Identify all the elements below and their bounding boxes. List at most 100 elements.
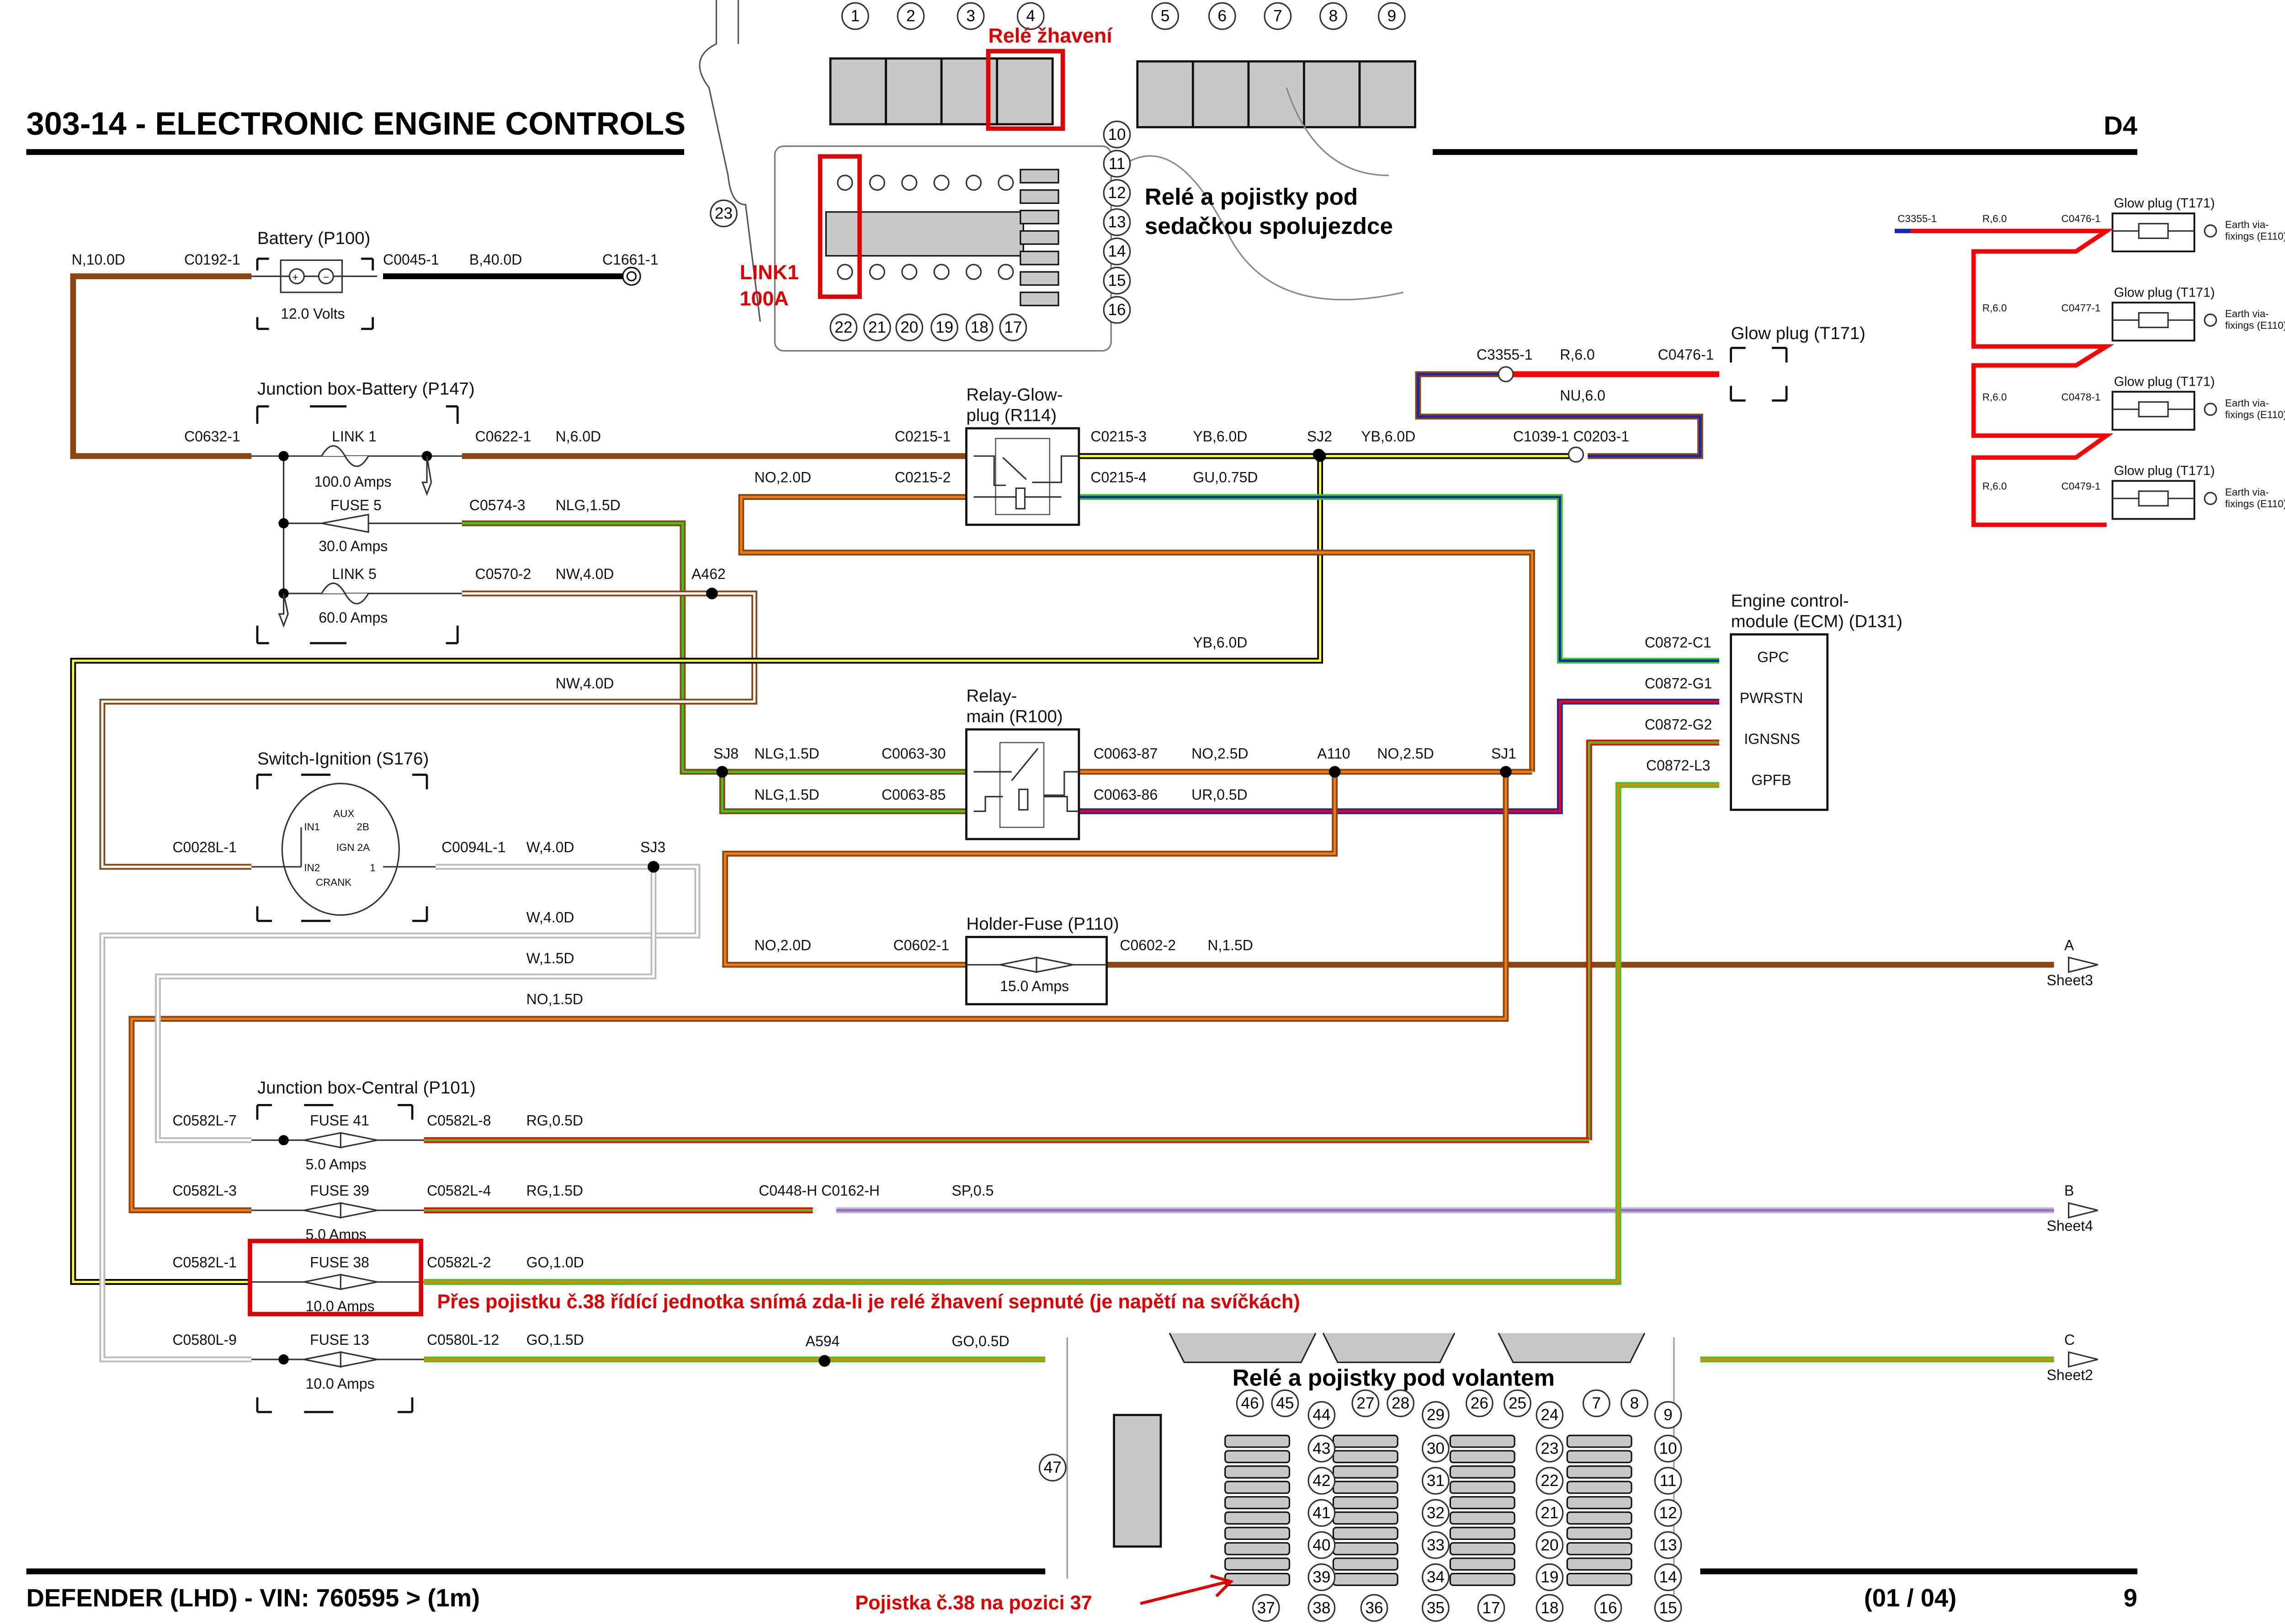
callout-number: 29 bbox=[1422, 1401, 1450, 1429]
arrow-right-icon bbox=[2067, 1351, 2098, 1368]
callout-number: 9 bbox=[1654, 1401, 1682, 1429]
svg-text:GPC: GPC bbox=[1757, 649, 1789, 665]
svg-text:2: 2 bbox=[906, 7, 915, 25]
steering-box-caption: Relé a pojistky pod volantem bbox=[1233, 1365, 1555, 1391]
glow-relay-label: Relé žhavení bbox=[988, 24, 1113, 47]
svg-text:C0582L-4: C0582L-4 bbox=[427, 1183, 491, 1199]
svg-text:C0215-3: C0215-3 bbox=[1090, 428, 1147, 445]
fuse-icon bbox=[304, 1202, 377, 1219]
svg-text:W,1.5D: W,1.5D bbox=[526, 950, 574, 966]
seat-box-left-number: 23 bbox=[710, 199, 738, 228]
wire-nw4-stripe bbox=[101, 592, 756, 868]
svg-text:5.0 Amps: 5.0 Amps bbox=[306, 1156, 367, 1173]
callout-number: 26 bbox=[1465, 1389, 1493, 1417]
svg-text:Sheet3: Sheet3 bbox=[2047, 972, 2093, 988]
svg-text:38: 38 bbox=[1313, 1599, 1330, 1617]
svg-text:10.0 Amps: 10.0 Amps bbox=[306, 1298, 375, 1314]
link1-symbol bbox=[321, 445, 369, 467]
wire-nu6-stripe bbox=[1417, 373, 1701, 457]
callout-number: 12 bbox=[1654, 1499, 1682, 1527]
svg-text:16: 16 bbox=[1599, 1599, 1617, 1617]
callout-number: 20 bbox=[895, 313, 924, 341]
callout-number: 45 bbox=[1271, 1389, 1299, 1417]
footer-page: 9 bbox=[2124, 1584, 2137, 1612]
svg-text:C0094L-1: C0094L-1 bbox=[441, 839, 505, 855]
callout-number: 31 bbox=[1422, 1467, 1450, 1495]
svg-text:60.0 Amps: 60.0 Amps bbox=[319, 610, 388, 626]
svg-text:R,6.0: R,6.0 bbox=[1982, 481, 2007, 492]
callout-number: 11 bbox=[1103, 149, 1131, 178]
callout-number: 30 bbox=[1422, 1434, 1450, 1463]
earth-icon bbox=[2204, 313, 2217, 327]
svg-text:10: 10 bbox=[1108, 126, 1126, 143]
svg-text:C0602-1: C0602-1 bbox=[893, 937, 950, 953]
svg-text:19: 19 bbox=[935, 318, 953, 336]
svg-text:8: 8 bbox=[1630, 1394, 1639, 1412]
footer-sheet: (01 / 04) bbox=[1864, 1584, 1957, 1612]
svg-text:fixings (E110): fixings (E110) bbox=[2225, 320, 2285, 331]
svg-text:18: 18 bbox=[1541, 1599, 1558, 1617]
svg-text:Glow plug (T171): Glow plug (T171) bbox=[2114, 375, 2215, 389]
callout-number: 38 bbox=[1307, 1594, 1336, 1622]
callout-number: 24 bbox=[1536, 1401, 1564, 1429]
holder-fuse: Holder-Fuse (P110) 15.0 Amps NO,2.0D C06… bbox=[755, 914, 1253, 1006]
svg-text:C3355-1: C3355-1 bbox=[1897, 213, 1937, 224]
svg-text:Engine control-: Engine control- bbox=[1731, 591, 1849, 611]
svg-text:17: 17 bbox=[1482, 1599, 1500, 1617]
svg-text:C0872-C1: C0872-C1 bbox=[1645, 634, 1711, 651]
header-rule-right bbox=[1432, 149, 2137, 155]
svg-text:NO,1.5D: NO,1.5D bbox=[526, 991, 583, 1008]
svg-text:A110: A110 bbox=[1317, 745, 1350, 762]
svg-text:A594: A594 bbox=[806, 1333, 840, 1349]
svg-text:7: 7 bbox=[1273, 7, 1282, 25]
callout-number: 20 bbox=[1536, 1531, 1564, 1559]
svg-text:25: 25 bbox=[1509, 1394, 1526, 1412]
svg-text:SJ8: SJ8 bbox=[713, 745, 739, 762]
svg-text:N,1.5D: N,1.5D bbox=[1207, 937, 1253, 953]
callout-number: 43 bbox=[1307, 1434, 1336, 1463]
relay-glow-plug: Relay-Glow- plug (R114) C0215-1 C0215-2 … bbox=[755, 385, 1629, 651]
svg-text:34: 34 bbox=[1427, 1568, 1445, 1586]
steering-fusebox-illustration bbox=[1045, 1332, 1700, 1624]
callout-number: 42 bbox=[1307, 1467, 1336, 1495]
svg-text:11: 11 bbox=[1660, 1472, 1677, 1490]
svg-text:SJ2: SJ2 bbox=[1307, 428, 1332, 445]
svg-text:Junction box-Central (P101): Junction box-Central (P101) bbox=[257, 1078, 476, 1098]
svg-text:15: 15 bbox=[1659, 1599, 1677, 1617]
svg-text:10: 10 bbox=[1659, 1440, 1677, 1458]
svg-text:R,6.0: R,6.0 bbox=[1982, 302, 2007, 313]
svg-text:C0580L-9: C0580L-9 bbox=[172, 1332, 236, 1348]
svg-text:1: 1 bbox=[370, 862, 375, 874]
svg-text:FUSE 38: FUSE 38 bbox=[310, 1254, 369, 1270]
svg-text:42: 42 bbox=[1313, 1472, 1330, 1490]
junction-box-central: Junction box-Central (P101) C0448-H C016… bbox=[172, 1078, 1010, 1413]
svg-text:23: 23 bbox=[715, 205, 733, 223]
battery-right-conn: C0045-1 bbox=[383, 251, 439, 268]
svg-text:NO,2.5D: NO,2.5D bbox=[1191, 745, 1248, 762]
callout-number: 34 bbox=[1422, 1563, 1450, 1592]
svg-text:C0582L-8: C0582L-8 bbox=[427, 1112, 491, 1129]
wire-ignsns-ecm-stripe bbox=[1588, 741, 1719, 1141]
ecm-module: Engine control- module (ECM) (D131) C087… bbox=[1645, 591, 1902, 811]
svg-text:C0582L-3: C0582L-3 bbox=[172, 1183, 236, 1199]
callout-number: 5 bbox=[1151, 2, 1179, 30]
svg-text:35: 35 bbox=[1427, 1599, 1445, 1617]
svg-text:C0063-87: C0063-87 bbox=[1094, 745, 1158, 762]
svg-text:C0476-1: C0476-1 bbox=[2062, 213, 2101, 224]
svg-text:IN2: IN2 bbox=[304, 862, 320, 874]
svg-text:AUX: AUX bbox=[333, 808, 354, 819]
svg-text:Earth via-: Earth via- bbox=[2225, 397, 2269, 409]
wire-ur05-stripe bbox=[1079, 700, 1719, 812]
svg-text:YB,6.0D: YB,6.0D bbox=[1361, 428, 1415, 445]
callout-number: 12 bbox=[1103, 179, 1131, 207]
